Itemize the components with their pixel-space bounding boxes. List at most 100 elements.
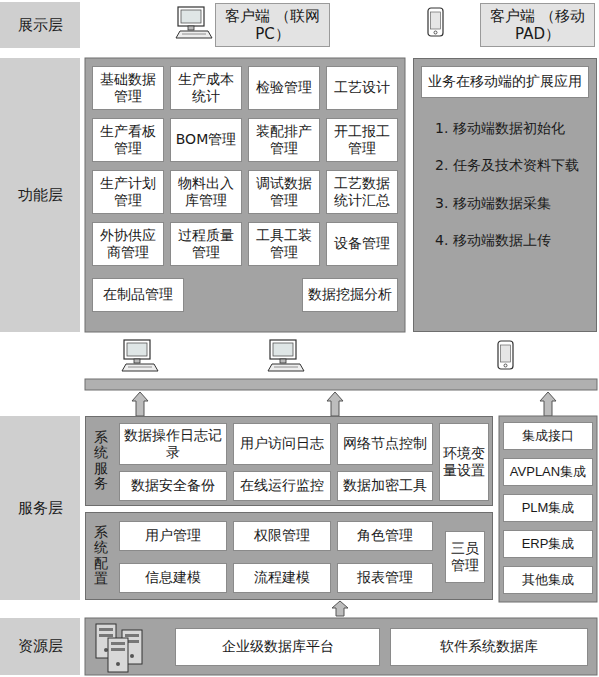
box-label: 客户端 （联网PC） <box>221 7 324 43</box>
list-item: 2. 任务及技术资料下载 <box>435 157 589 175</box>
box-label: 物料出入库管理 <box>175 175 237 210</box>
integration-panel <box>499 416 597 602</box>
module-box: ERP集成 <box>503 530 593 558</box>
mobile-panel: 业务在移动端的扩展应用 1. 移动端数据初始化 2. 任务及技术资料下载 3. 移动端… <box>413 58 597 332</box>
panel-label: 系统服务 <box>94 430 108 492</box>
tablet-icon <box>498 341 513 369</box>
box-label: 调试数据管理 <box>253 175 315 210</box>
box-label: 集成接口 <box>522 428 574 444</box>
module-box: PLM集成 <box>503 494 593 522</box>
box-label: 软件系统数据库 <box>440 638 538 656</box>
module-box: 生产成本统计 <box>170 66 242 110</box>
up-arrow <box>540 392 556 416</box>
layer-band: 功能层基础数据管理生产成本统计 检验管理 工艺设计生产看板管理 BOM管理装配排产管理… <box>0 56 599 334</box>
module-box: 信息建模 <box>119 563 227 593</box>
up-arrow <box>327 392 343 416</box>
module-box: 工艺数据统计汇总 <box>326 170 398 214</box>
module-box: 工具工装管理 <box>248 222 320 266</box>
module-box: 开工报工管理 <box>326 118 398 162</box>
pc-icon <box>176 7 212 38</box>
flow-arrow <box>332 601 348 616</box>
box-label: 开工报工管理 <box>331 123 393 158</box>
box-label: 数据安全备份 <box>131 477 215 495</box>
tablet-icon <box>428 8 443 36</box>
box-label: 生产看板管理 <box>97 123 159 158</box>
module-box: 调试数据管理 <box>248 170 320 214</box>
box-label: 检验管理 <box>256 79 312 97</box>
box-label: 工艺数据统计汇总 <box>331 175 393 210</box>
list-item: 1. 移动端数据初始化 <box>435 120 589 138</box>
box-label: 过程质量管理 <box>175 227 237 262</box>
pc-icon <box>122 340 158 371</box>
module-box: 数据加密工具 <box>337 471 433 501</box>
box-label: 环境变量设置 <box>442 445 486 480</box>
box-label: 信息建模 <box>145 569 201 587</box>
pc-icon <box>268 340 304 371</box>
service-panel: 系统配置 用户管理 权限管理 角色管理 三员管理信息建模 流程建模 报表管理 <box>85 512 493 600</box>
box-label: 企业级数据库平台 <box>222 638 334 656</box>
box-label: 生产成本统计 <box>175 71 237 106</box>
resource-panel <box>85 618 597 675</box>
module-box: 报表管理 <box>337 563 433 593</box>
list-item: 3. 移动端数据采集 <box>435 195 589 213</box>
panel-label: 系统配置 <box>94 525 108 587</box>
module-box: 检验管理 <box>248 66 320 110</box>
module-box: 在线运行监控 <box>233 471 331 501</box>
module-box: 在制品管理 <box>92 278 184 312</box>
module-box: AVPLAN集成 <box>503 458 593 486</box>
module-box: 流程建模 <box>233 563 331 593</box>
box-label: 基础数据管理 <box>97 71 159 106</box>
module-box: 环境变量设置 <box>439 423 489 501</box>
box-label: 在线运行监控 <box>240 477 324 495</box>
box-label: 工艺设计 <box>334 79 390 97</box>
module-box: 过程质量管理 <box>170 222 242 266</box>
layer-band: 展示层 客户端 （联网PC） 客户端 （移动PAD） <box>0 0 599 50</box>
module-box: 设备管理 <box>326 222 398 266</box>
box-label: 报表管理 <box>357 569 413 587</box>
client-box: 客户端 （联网PC） <box>215 3 330 47</box>
box-label: 角色管理 <box>357 527 413 545</box>
server-icon <box>108 638 128 672</box>
box-label: 客户端 （移动PAD） <box>486 7 589 43</box>
up-arrow <box>132 392 148 416</box>
module-box: 用户管理 <box>119 521 227 551</box>
module-box: 物料出入库管理 <box>170 170 242 214</box>
module-box: 外协供应商管理 <box>92 222 164 266</box>
module-box: 数据操作日志记录 <box>119 423 227 465</box>
box-label: 外协供应商管理 <box>97 227 159 262</box>
list-item: 4. 移动端数据上传 <box>435 232 589 250</box>
box-label: 工具工装管理 <box>253 227 315 262</box>
layer-label: 展示层 <box>0 2 80 48</box>
module-box: 三员管理 <box>445 531 485 583</box>
layer-label: 服务层 <box>0 416 80 600</box>
box-label: 设备管理 <box>334 235 390 253</box>
module-box: 角色管理 <box>337 521 433 551</box>
bus-bar <box>85 379 597 390</box>
box-label: ERP集成 <box>522 536 575 552</box>
module-box: 用户访问日志 <box>233 423 331 465</box>
function-panel <box>85 58 405 332</box>
layer-label: 资源层 <box>0 618 80 675</box>
module-box: 数据安全备份 <box>119 471 227 501</box>
box-label: 用户访问日志 <box>240 435 324 453</box>
module-box: 企业级数据库平台 <box>175 628 380 666</box>
module-box: BOM管理 <box>170 118 242 162</box>
box-label: 数据挖掘分析 <box>308 286 392 304</box>
module-box: 基础数据管理 <box>92 66 164 110</box>
box-label: AVPLAN集成 <box>510 464 586 480</box>
module-box: 权限管理 <box>233 521 331 551</box>
box-label: 流程建模 <box>254 569 310 587</box>
box-label: 生产计划管理 <box>97 175 159 210</box>
box-label: 数据操作日志记录 <box>124 427 222 462</box>
panel-heading: 业务在移动端的扩展应用 <box>421 66 589 98</box>
box-label: 用户管理 <box>145 527 201 545</box>
module-box: 数据挖掘分析 <box>302 278 398 312</box>
module-box: 生产看板管理 <box>92 118 164 162</box>
layer-band: 服务层系统服务 数据操作日志记录用户访问日志网络节点控制环境变量设置数据安全备份 在… <box>0 414 599 602</box>
module-box: 软件系统数据库 <box>390 628 588 666</box>
layer-band: 资源层 企业级数据库平台 软件系统数据库 <box>0 616 599 677</box>
module-box: 网络节点控制 <box>337 423 433 465</box>
layer-label: 功能层 <box>0 58 80 332</box>
box-label: 装配排产管理 <box>253 123 315 158</box>
box-label: BOM管理 <box>176 131 236 149</box>
